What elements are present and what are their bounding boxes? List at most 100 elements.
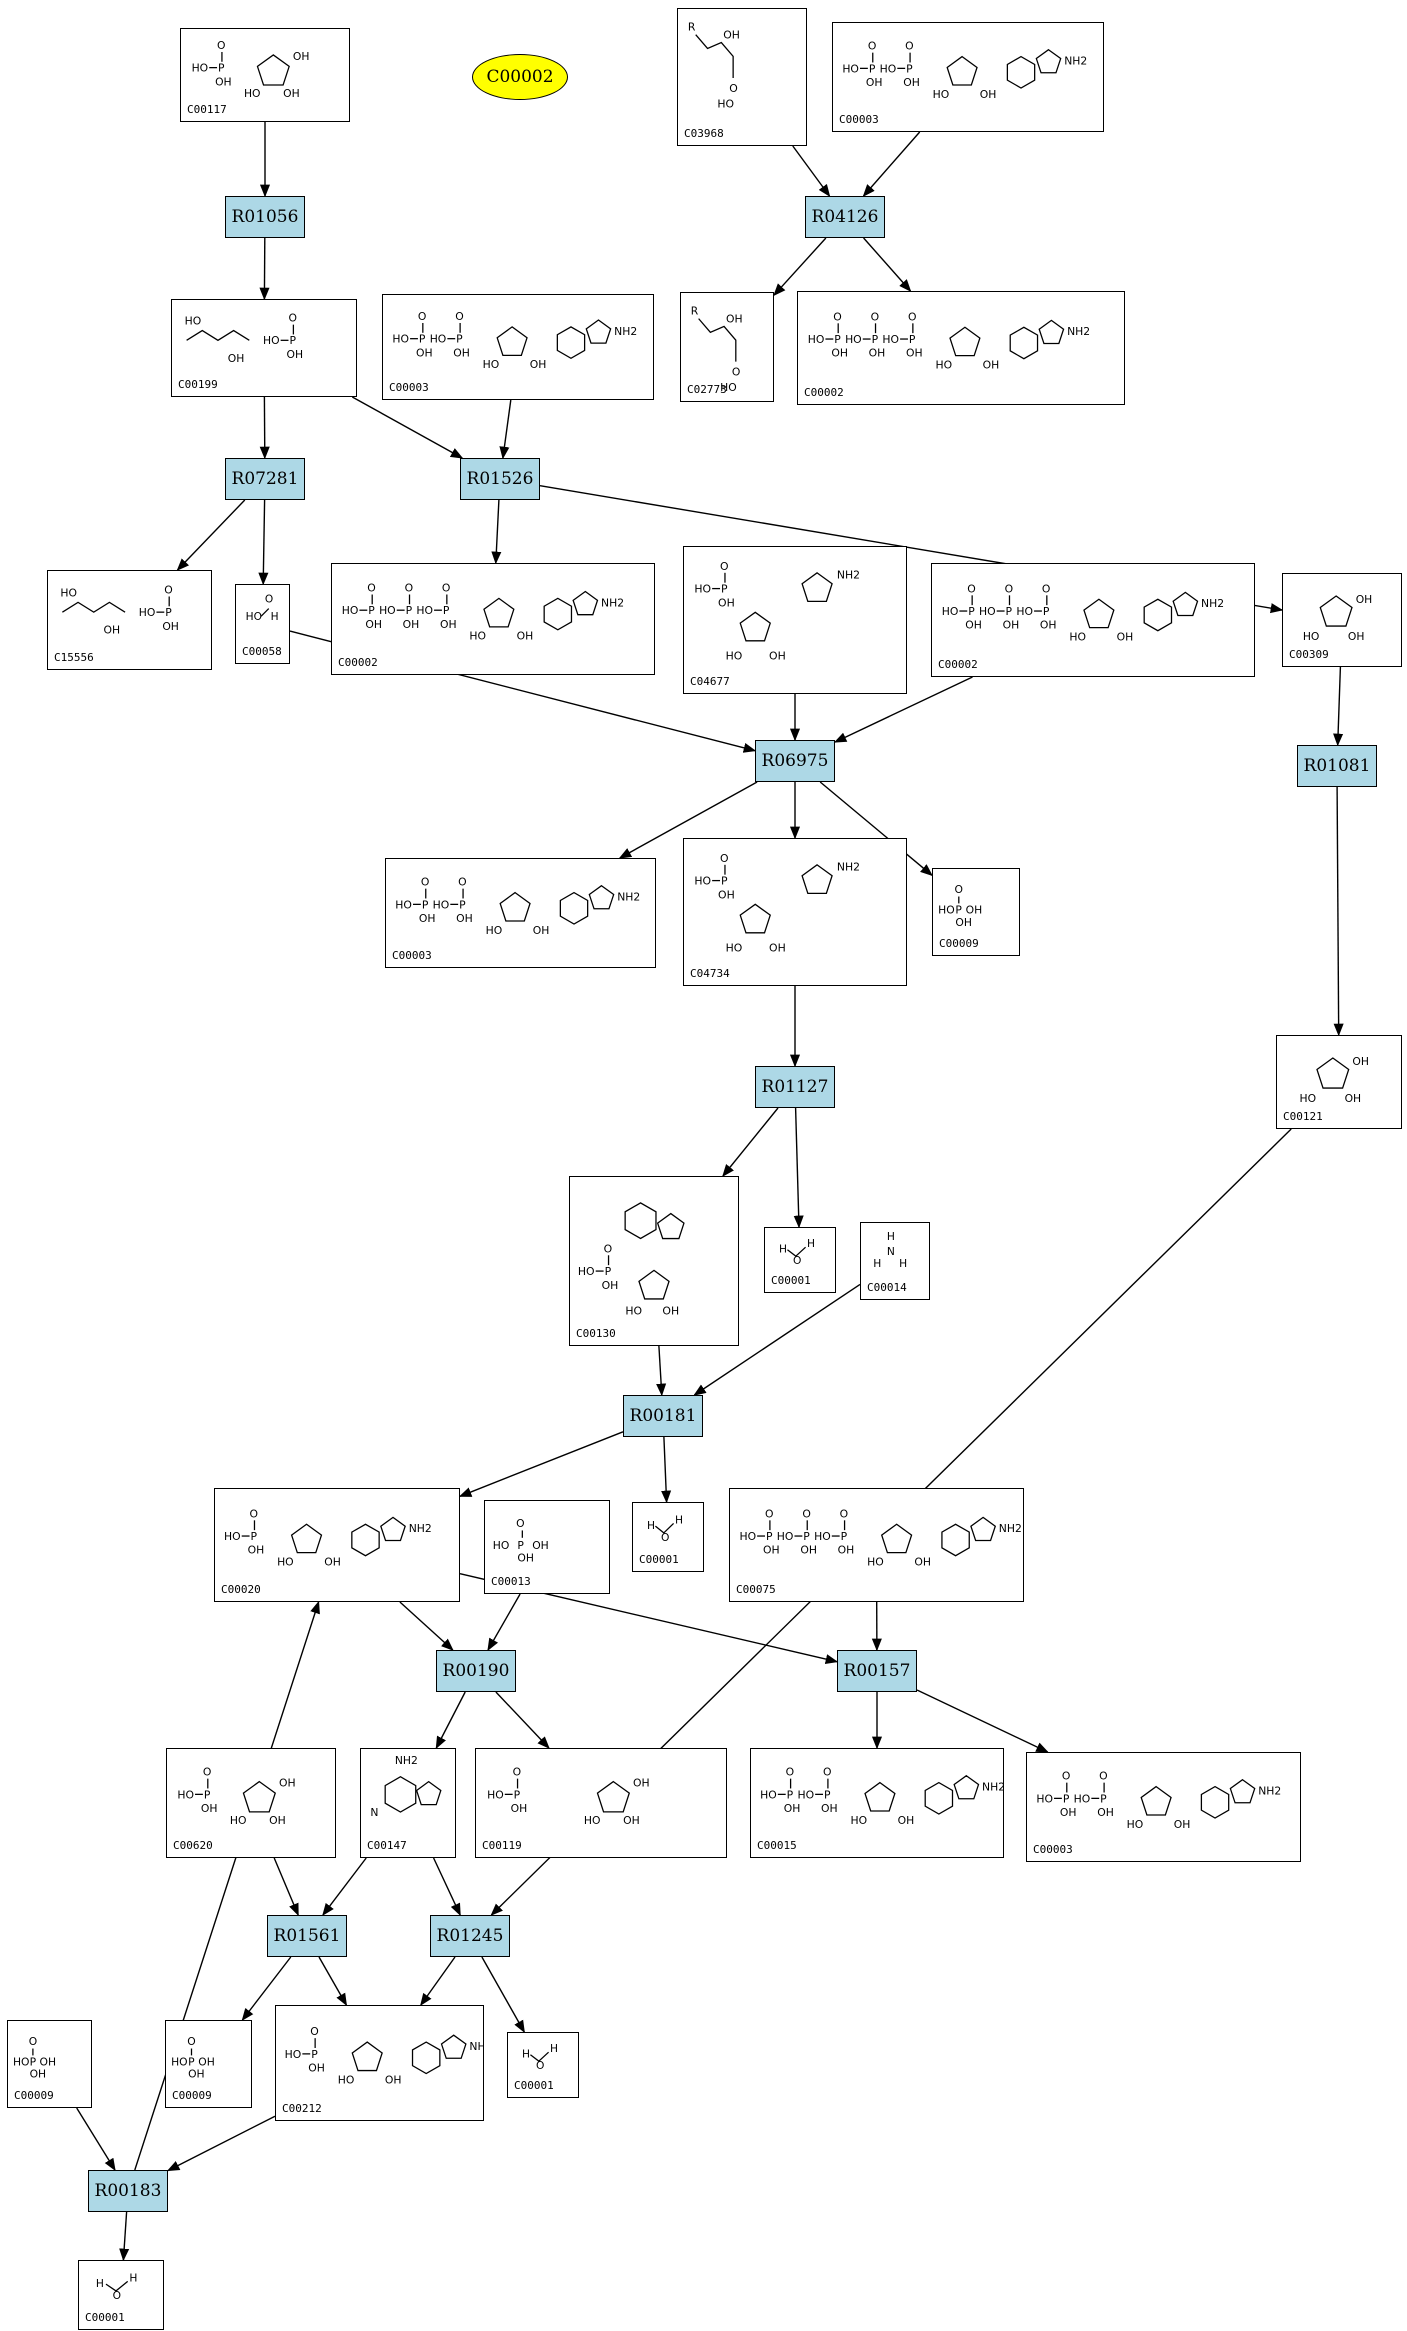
reaction-node-r00157[interactable]: R00157	[837, 1650, 917, 1692]
edge-arrow	[773, 237, 827, 297]
svg-text:O: O	[187, 2035, 195, 2048]
svg-text:P: P	[1063, 1792, 1070, 1805]
compound-structure: HOH	[779, 1237, 815, 1267]
svg-text:OH: OH	[723, 29, 740, 42]
edge-arrow	[432, 1857, 461, 1917]
reaction-node-r00181[interactable]: R00181	[623, 1395, 703, 1437]
svg-text:OH: OH	[456, 912, 473, 925]
svg-text:H: H	[129, 2271, 137, 2284]
svg-text:OH: OH	[983, 359, 1000, 372]
svg-text:P: P	[869, 62, 876, 75]
reaction-node-r04126[interactable]: R04126	[805, 196, 885, 238]
edge-arrow	[863, 237, 912, 292]
compound-id-label: C00058	[242, 645, 282, 658]
svg-text:O: O	[250, 1507, 259, 1520]
reaction-node-r01056[interactable]: R01056	[225, 196, 305, 238]
svg-text:O: O	[442, 582, 450, 595]
reaction-node-r01526[interactable]: R01526	[460, 458, 540, 500]
svg-text:OH: OH	[1040, 619, 1057, 632]
highlighted-compound-ellipse[interactable]: C00002	[472, 54, 568, 100]
compound-id-label: C00001	[85, 2311, 125, 2324]
svg-text:OH: OH	[40, 2056, 57, 2069]
svg-text:O: O	[217, 39, 225, 52]
reaction-node-r06975[interactable]: R06975	[755, 740, 835, 782]
edge-arrow	[318, 1956, 348, 2007]
svg-text:H: H	[873, 1257, 881, 1270]
compound-id-label: C00003	[1033, 1843, 1073, 1856]
reaction-node-r01081[interactable]: R01081	[1297, 745, 1377, 787]
reaction-node-r07281[interactable]: R07281	[225, 458, 305, 500]
compound-id-label: C00147	[367, 1839, 407, 1852]
compound-structure: HOH	[647, 1513, 683, 1544]
reaction-node-r00183[interactable]: R00183	[88, 2170, 168, 2212]
reaction-node-r01245[interactable]: R01245	[430, 1915, 510, 1957]
svg-text:P: P	[422, 898, 429, 911]
svg-text:OH: OH	[1060, 1806, 1077, 1819]
svg-text:HO: HO	[935, 359, 952, 372]
reaction-node-r00190[interactable]: R00190	[436, 1650, 516, 1692]
edge-arrow	[76, 2107, 116, 2172]
svg-text:OH: OH	[838, 1544, 855, 1557]
svg-text:O: O	[871, 310, 880, 323]
svg-text:OH: OH	[1356, 593, 1373, 606]
svg-text:OH: OH	[324, 1556, 341, 1569]
svg-text:HO: HO	[1303, 630, 1320, 643]
reaction-node-r01127[interactable]: R01127	[755, 1066, 835, 1108]
svg-text:P: P	[204, 1788, 211, 1801]
svg-text:HO: HO	[760, 1788, 777, 1801]
svg-text:P: P	[766, 1530, 773, 1543]
reaction-node-r01561[interactable]: R01561	[267, 1915, 347, 1957]
compound-id-label: C03968	[684, 127, 724, 140]
svg-text:P: P	[456, 333, 463, 346]
svg-text:HO: HO	[578, 1265, 595, 1278]
svg-text:HO: HO	[493, 1539, 510, 1552]
svg-text:OH: OH	[662, 1305, 679, 1318]
compound-id-label: C00309	[1289, 648, 1329, 661]
svg-text:O: O	[455, 310, 464, 323]
svg-text:OH: OH	[763, 1544, 780, 1557]
svg-text:P: P	[721, 875, 728, 888]
compound-box-c00212[interactable]: HOPOOHOHHONH2C00212	[275, 2005, 484, 2121]
svg-text:O: O	[732, 365, 740, 378]
svg-text:OH: OH	[293, 50, 310, 63]
svg-text:O: O	[840, 1507, 849, 1520]
